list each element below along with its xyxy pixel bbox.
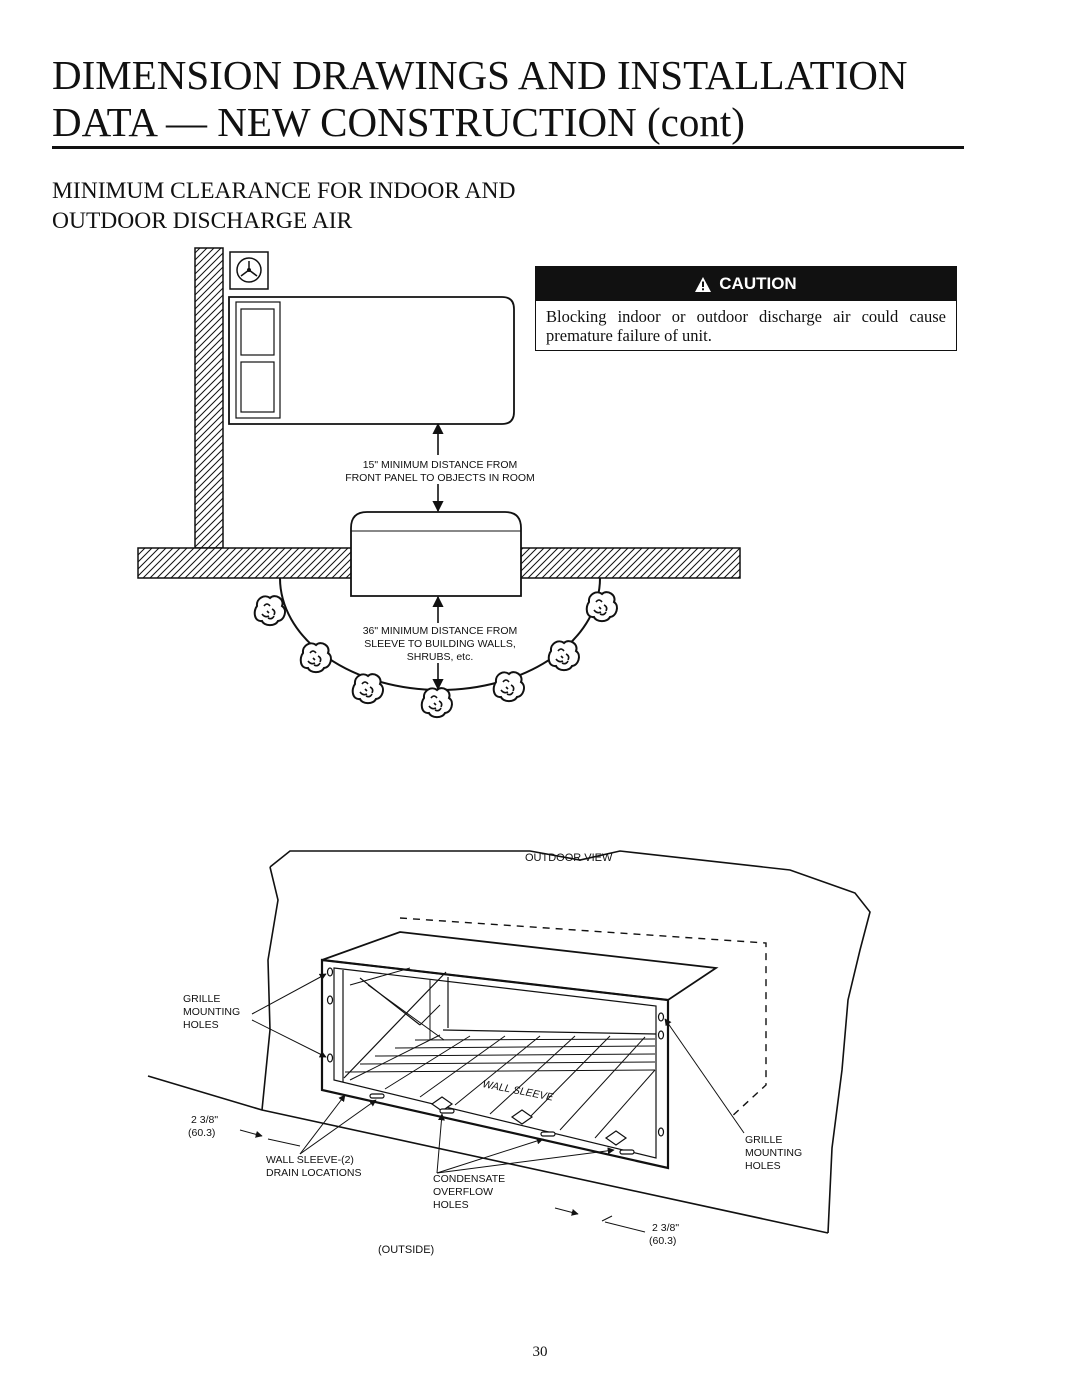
leader-lines bbox=[239, 973, 745, 1233]
drain-label-1: WALL SLEEVE-(2) bbox=[266, 1154, 354, 1166]
thermostat-icon bbox=[229, 251, 269, 290]
indoor-clearance-label-1: 15" MINIMUM DISTANCE FROM bbox=[363, 459, 518, 471]
dimension-left-label-2: (60.3) bbox=[188, 1127, 215, 1139]
title-rule bbox=[52, 146, 964, 149]
dimension-right-label-2: (60.3) bbox=[649, 1235, 676, 1247]
grille-right-label-3: HOLES bbox=[745, 1160, 781, 1172]
caution-message: Blocking indoor or outdoor discharge air… bbox=[546, 307, 946, 345]
shrub-icon bbox=[585, 591, 618, 623]
dimension-left-label-1: 2 3/8" bbox=[191, 1114, 218, 1126]
room-wall bbox=[194, 247, 224, 549]
shrub-icon bbox=[253, 595, 286, 627]
grille-right-label-2: MOUNTING bbox=[745, 1147, 802, 1159]
page-title: DIMENSION DRAWINGS AND INSTALLATION DATA… bbox=[52, 52, 972, 146]
drain-label-2: DRAIN LOCATIONS bbox=[266, 1167, 361, 1179]
shrub-icon bbox=[351, 673, 384, 705]
outdoor-clearance-label-2: SLEEVE TO BUILDING WALLS, bbox=[364, 638, 516, 650]
grille-mounting-holes bbox=[326, 967, 665, 1137]
section-heading-line-2: OUTDOOR DISCHARGE AIR bbox=[52, 208, 353, 234]
section-heading-line-1: MINIMUM CLEARANCE FOR INDOOR AND bbox=[52, 178, 516, 204]
page-title-line-2: DATA — NEW CONSTRUCTION (cont) bbox=[52, 99, 745, 145]
outdoor-view-label: OUTDOOR VIEW bbox=[525, 852, 613, 864]
section-heading: MINIMUM CLEARANCE FOR INDOOR AND OUTDOOR… bbox=[52, 176, 516, 236]
grille-left-label-2: MOUNTING bbox=[183, 1006, 240, 1018]
grille-left-label-1: GRILLE bbox=[183, 993, 220, 1005]
indoor-unit bbox=[228, 296, 515, 425]
page-number: 30 bbox=[532, 1344, 548, 1360]
outdoor-sleeve-unit bbox=[350, 511, 522, 597]
shrub-icon bbox=[492, 671, 525, 703]
caution-header: CAUTION bbox=[536, 267, 956, 301]
wall-sleeve bbox=[320, 931, 719, 1170]
shrub-icon bbox=[299, 642, 332, 674]
dimension-right-label-1: 2 3/8" bbox=[652, 1222, 679, 1234]
indoor-clearance-label-2: FRONT PANEL TO OBJECTS IN ROOM bbox=[345, 472, 535, 484]
floor-slab bbox=[137, 547, 741, 579]
condensate-overflow-holes bbox=[369, 1093, 635, 1155]
sleeve-floor-grid bbox=[344, 1034, 656, 1139]
outdoor-clearance-label-3: SHRUBS, etc. bbox=[407, 651, 474, 663]
caution-box: CAUTION Blocking indoor or outdoor disch… bbox=[535, 266, 957, 351]
wall-opening-dashed bbox=[399, 917, 767, 1119]
warning-triangle-icon bbox=[695, 276, 712, 292]
condensate-label-2: OVERFLOW bbox=[433, 1186, 493, 1198]
condensate-label-3: HOLES bbox=[433, 1199, 469, 1211]
outside-label: (OUTSIDE) bbox=[378, 1244, 434, 1256]
grille-right-label-1: GRILLE bbox=[745, 1134, 782, 1146]
condensate-label-1: CONDENSATE bbox=[433, 1173, 505, 1185]
page-title-line-1: DIMENSION DRAWINGS AND INSTALLATION bbox=[52, 52, 908, 98]
shrub-icon bbox=[420, 687, 453, 719]
grille-left-label-3: HOLES bbox=[183, 1019, 219, 1031]
building-wall-section bbox=[147, 850, 871, 1234]
caution-label: CAUTION bbox=[719, 274, 797, 293]
outdoor-clearance-label-1: 36" MINIMUM DISTANCE FROM bbox=[363, 625, 518, 637]
shrub-icon bbox=[547, 640, 580, 672]
